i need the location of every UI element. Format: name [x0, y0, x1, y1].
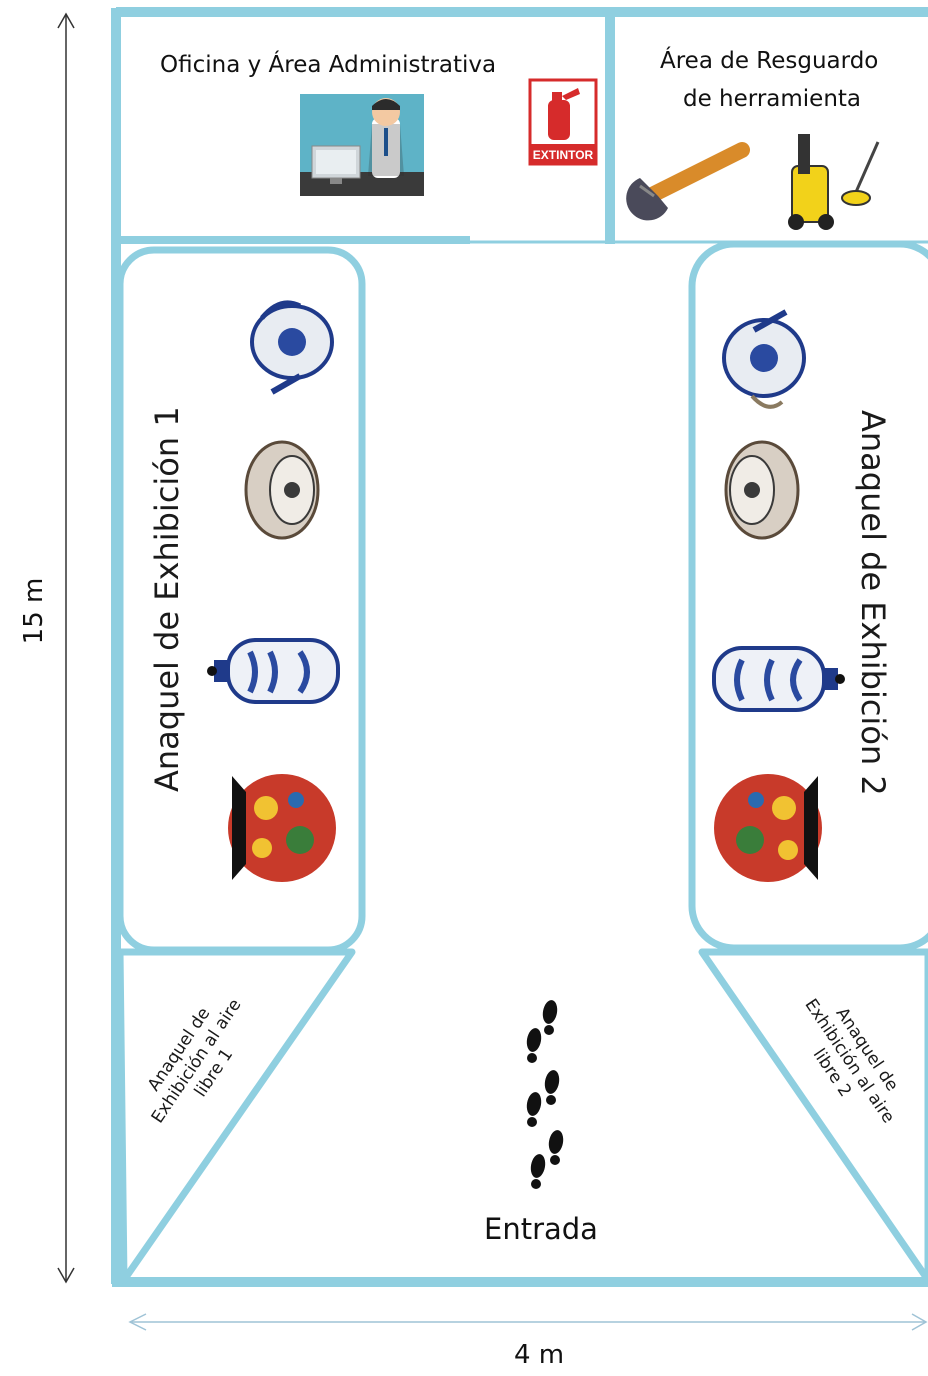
shelf-2-label: Anaquel de Exhibición 2: [854, 410, 892, 796]
teapot-icon: [722, 309, 806, 409]
outdoor-shelf-2-outline: [698, 948, 928, 1284]
vase-icon: [228, 774, 336, 882]
jar-icon: [207, 638, 340, 704]
shelf-1-label: Anaquel de Exhibición 1: [148, 406, 186, 792]
office-worker-icon: [300, 94, 424, 196]
teapot-icon: [250, 300, 334, 395]
bowl-icon: [724, 440, 800, 540]
wrench-icon: [626, 142, 750, 221]
width-dimension-label: 4 m: [514, 1340, 565, 1370]
bowl-icon: [244, 440, 320, 540]
office-area-label: Oficina y Área Administrativa: [160, 52, 497, 78]
width-dimension-arrow: [128, 1313, 928, 1331]
entrance-label: Entrada: [484, 1212, 598, 1246]
pressure-washer-icon: [788, 134, 880, 230]
shelf-2-outline: [688, 240, 928, 952]
vase-icon: [714, 774, 822, 882]
storage-area-label-line2: de herramienta: [683, 86, 862, 112]
footprints-icon: [526, 1000, 564, 1189]
outer-walls: [111, 7, 928, 1287]
outdoor-shelf-1-outline: [116, 948, 356, 1284]
jar-icon: [712, 646, 845, 712]
storage-area-label-line1: Área de Resguardo: [660, 48, 879, 74]
fire-extinguisher-icon: EXTINTOR: [528, 78, 598, 166]
height-dimension-label: 15 m: [19, 577, 49, 645]
height-dimension-arrow: [57, 12, 75, 1284]
extinguisher-label: EXTINTOR: [533, 148, 594, 162]
